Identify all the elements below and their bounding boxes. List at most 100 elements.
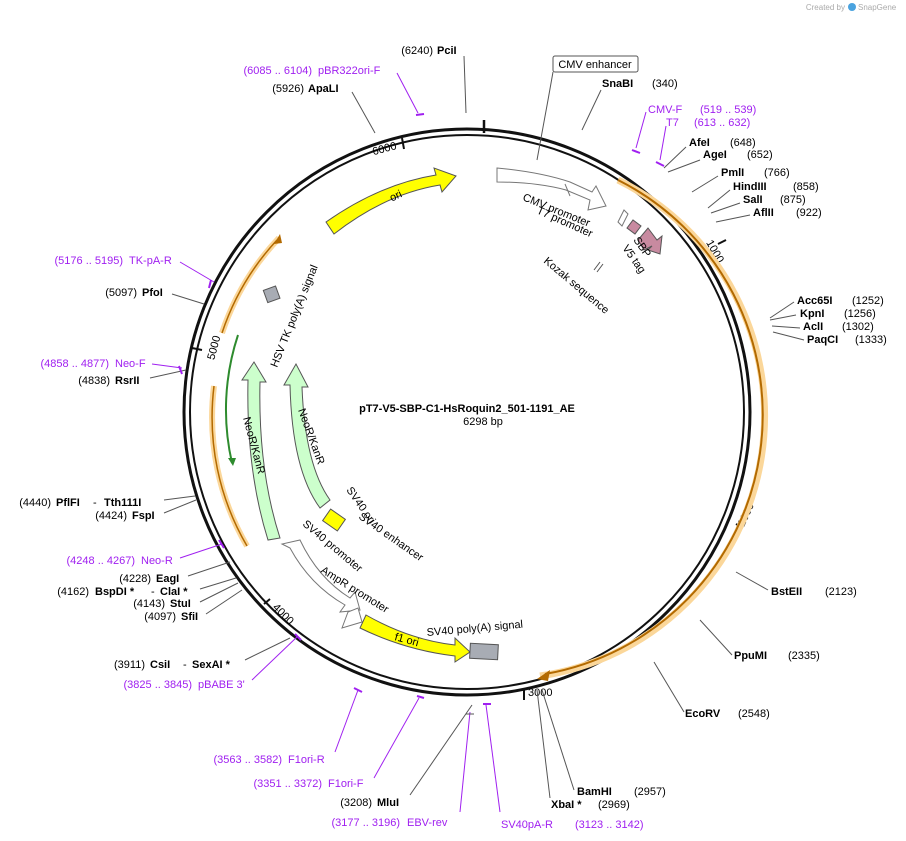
- afei-leader: [663, 146, 687, 169]
- cmv-enhancer-box: [552, 55, 639, 73]
- agei-pos: (652): [747, 149, 773, 161]
- rsrii-name: RsrII: [115, 375, 139, 387]
- stui-name: StuI: [170, 598, 191, 610]
- f1orif-marker: [416, 695, 425, 699]
- pbr322-leader: [396, 72, 419, 114]
- insert-orf-arrow: [544, 179, 764, 675]
- sv40-enhancer-label: SV40 enhancer: [356, 511, 425, 565]
- hsv-tk-polya-feature: [262, 285, 281, 304]
- sali-name: SalI: [743, 194, 763, 206]
- t7-marker: [655, 161, 665, 167]
- pcii-pos: (6240): [401, 45, 433, 57]
- afei-pos: (648): [730, 137, 756, 149]
- cmvf-leader: [635, 111, 647, 149]
- bsteii-leader: [735, 571, 769, 591]
- neor-primer-marker: [218, 539, 225, 549]
- plasmid-name: pT7-V5-SBP-C1-HsRoquin2_501-1191_AE: [359, 403, 575, 415]
- sv40pa-pos: (3123 .. 3142): [575, 819, 644, 831]
- bamhi-name: BamHI: [577, 786, 612, 798]
- hindiii-leader: [707, 189, 731, 209]
- cmv-promoter-feature: [496, 167, 607, 211]
- bsteii-pos: (2123): [825, 586, 857, 598]
- tick-6000: [401, 137, 405, 150]
- bspdi-name: BspDI *: [95, 586, 135, 598]
- eagi-leader: [187, 561, 231, 577]
- backbone-inner-ring: [189, 134, 745, 690]
- bamhi-pos: (2957): [634, 786, 666, 798]
- fspi-pos: (4424): [95, 510, 127, 522]
- neor-inner-feature: [283, 362, 331, 509]
- backbone-outer-ring: [182, 127, 752, 697]
- aflii-name: AflII: [753, 207, 774, 219]
- tick-label-3000: 3000: [528, 687, 552, 699]
- tkpa-marker: [208, 279, 212, 289]
- aflii-pos: (922): [796, 207, 822, 219]
- ampr-promoter-feature: [341, 607, 363, 629]
- rsrii-pos: (4838): [78, 375, 110, 387]
- plasmid-length: 6298 bp: [463, 416, 503, 428]
- mlui-name: MluI: [377, 797, 399, 809]
- insert-orf-arrowhead: [537, 670, 550, 681]
- pbr322-pos: (6085 .. 6104): [244, 65, 313, 77]
- paqci-name: PaqCI: [807, 334, 838, 346]
- sv40pa-name: SV40pA-R: [501, 819, 553, 831]
- hsv-orf-arrow: [221, 239, 278, 334]
- f1orif-pos: (3351 .. 3372): [254, 778, 323, 790]
- kozak-label: Kozak sequence: [541, 255, 611, 316]
- neor-primer-leader: [179, 543, 223, 559]
- f1orir-pos: (3563 .. 3582): [214, 754, 283, 766]
- sv40-ori-feature: [321, 508, 347, 532]
- pflfi-name: PflFI: [56, 497, 80, 509]
- kozak-mark-1: [593, 261, 601, 271]
- afei-name: AfeI: [689, 137, 710, 149]
- fspi-leader: [163, 499, 197, 514]
- paqci-pos: (1333): [855, 334, 887, 346]
- ebv-pos: (3177 .. 3196): [332, 817, 401, 829]
- sali-leader: [710, 202, 741, 214]
- tkpa-name: TK-pA-R: [129, 255, 172, 267]
- xbai-pos: (2969): [598, 799, 630, 811]
- pflfi-sep: -: [93, 497, 97, 509]
- xbai-leader: [536, 689, 551, 799]
- pcii-leader: [463, 55, 467, 114]
- eagi-pos: (4228): [119, 573, 151, 585]
- acc65i-name: Acc65I: [797, 295, 832, 307]
- acli-name: AclI: [803, 321, 823, 333]
- hindiii-pos: (858): [793, 181, 819, 193]
- sv40-polya-label: SV40 poly(A) signal: [426, 619, 523, 639]
- hsv-orf-arrowhead: [274, 234, 282, 244]
- pbabe-leader: [251, 635, 299, 681]
- pbabe-name: pBABE 3': [198, 679, 245, 691]
- snabi-leader: [581, 89, 602, 131]
- pmli-pos: (766): [764, 167, 790, 179]
- cmvf-name: CMV-F: [648, 104, 683, 116]
- pfoi-name: PfoI: [142, 287, 163, 299]
- apali-pos: (5926): [272, 83, 304, 95]
- t7-leader: [659, 125, 667, 161]
- pfoi-leader: [171, 293, 205, 305]
- ecorv-name: EcoRV: [685, 708, 721, 720]
- csii-sep: -: [183, 659, 187, 671]
- f1orif-name: F1ori-F: [328, 778, 364, 790]
- neo-orf-arrowhead: [228, 458, 236, 466]
- aflii-leader: [715, 214, 751, 223]
- neor-primer-name: Neo-R: [141, 555, 173, 567]
- eagi-name: EagI: [156, 573, 179, 585]
- f1orir-name: F1ori-R: [288, 754, 325, 766]
- agei-name: AgeI: [703, 149, 727, 161]
- neof-leader: [151, 363, 183, 369]
- hsv-tk-polya-label: HSV TK poly(A) signal: [269, 263, 321, 369]
- sv40pa-leader: [485, 704, 501, 813]
- tkpa-pos: (5176 .. 5195): [55, 255, 124, 267]
- bsteii-name: BstEII: [771, 586, 802, 598]
- neof-marker: [178, 365, 183, 375]
- ebv-name: EBV-rev: [407, 817, 448, 829]
- f1orir-marker: [353, 687, 363, 693]
- cmv-enhancer-label: CMV enhancer: [558, 59, 632, 71]
- pfoi-pos: (5097): [105, 287, 137, 299]
- snabi-name: SnaBI: [602, 78, 633, 90]
- pflfi-pos: (4440): [19, 497, 51, 509]
- sv40-promoter-feature: [280, 539, 361, 613]
- ori-label: ori: [388, 188, 404, 204]
